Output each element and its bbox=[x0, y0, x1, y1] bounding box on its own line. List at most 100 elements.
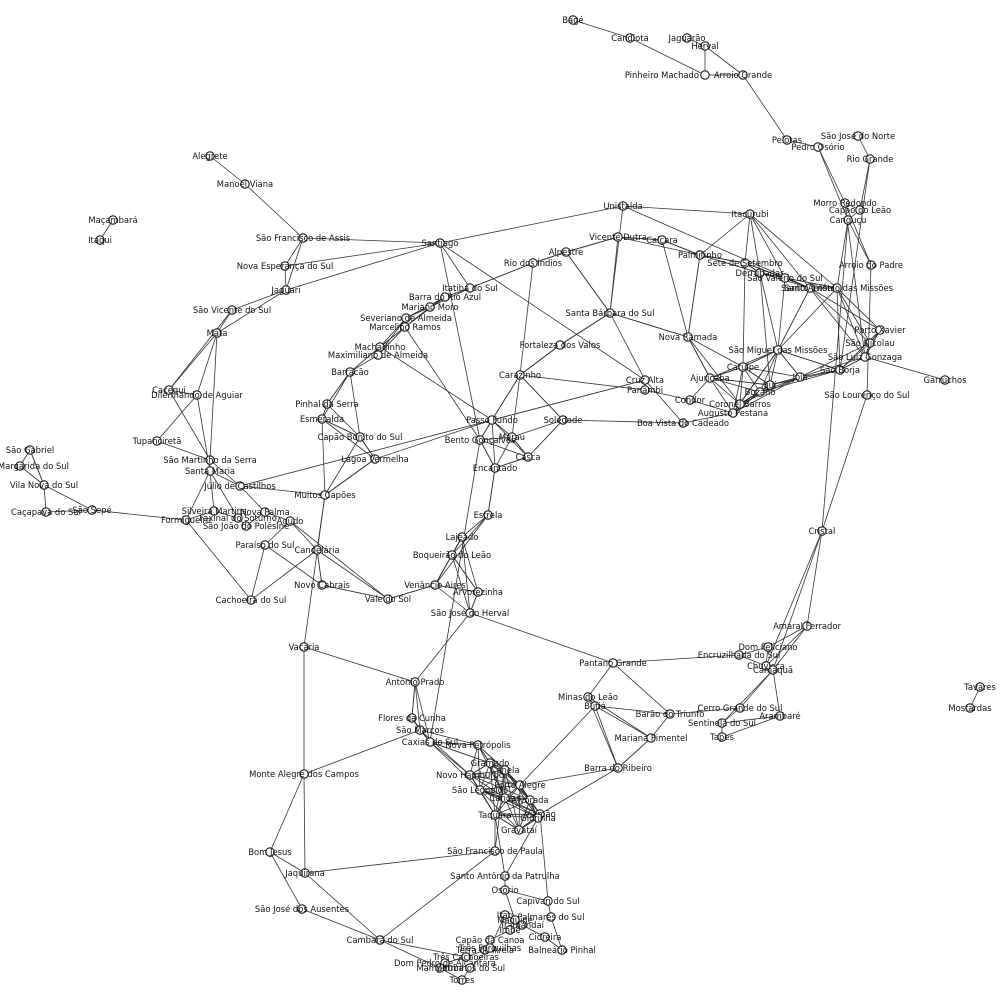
edge-sao_nicolau-joia bbox=[799, 342, 871, 378]
edge-sao_luiz-joia bbox=[799, 356, 866, 378]
node-marker bbox=[209, 506, 219, 516]
node-imbe: Imbé bbox=[499, 925, 520, 935]
edge-passo_fundo-encantado bbox=[491, 419, 496, 469]
edge-carazinho-soledade bbox=[519, 374, 564, 421]
node-marker bbox=[717, 732, 727, 742]
edge-ajuricaba-nova_ramada bbox=[687, 336, 711, 379]
node-label: Rio Grande bbox=[847, 154, 894, 164]
node-label: Mampituba bbox=[416, 963, 463, 973]
node-label: Jaguari bbox=[270, 285, 300, 295]
node-chuvisca: Chuvisca bbox=[747, 661, 785, 671]
node-marker bbox=[298, 233, 308, 243]
edge-cambara-sao_francisco_paula bbox=[379, 850, 496, 941]
node-sao_jose_herval: São José do Herval bbox=[431, 608, 509, 618]
node-marker bbox=[465, 963, 475, 973]
edge-ijui-ajuricaba bbox=[709, 377, 771, 386]
node-agudo: Agudo bbox=[277, 516, 304, 526]
node-label: Pinheiro Machado bbox=[625, 70, 699, 80]
edge-agudo-paraiso_sul bbox=[264, 520, 291, 546]
node-marker bbox=[192, 390, 202, 400]
node-label: Caiçara bbox=[646, 235, 678, 245]
node-sao_martinho: São Martinho da Serra bbox=[163, 455, 257, 465]
node-label: Vila Nova do Sul bbox=[10, 480, 78, 490]
node-marker bbox=[500, 793, 510, 803]
node-label: Machadinho bbox=[355, 342, 406, 352]
node-label: Cacequi bbox=[152, 385, 186, 395]
node-label: Cerro Grande do Sul bbox=[698, 703, 783, 713]
edge-caxias-novo_hamburgo bbox=[429, 741, 471, 776]
node-marker bbox=[734, 650, 744, 660]
edge-catuipe-ajuricaba bbox=[709, 366, 744, 379]
node-marker bbox=[832, 283, 842, 293]
node-itati: Itati bbox=[497, 910, 514, 920]
node-marker bbox=[457, 532, 467, 542]
node-sao_nicolau: São Nicolau bbox=[845, 338, 894, 348]
node-marker bbox=[440, 292, 450, 302]
edge-unistalda-itacurubi bbox=[622, 205, 751, 215]
node-porto_xavier: Porto Xavier bbox=[854, 325, 906, 335]
node-garruchos: Garruchos bbox=[923, 375, 966, 385]
node-novo_cabrais: Novo Cabrais bbox=[294, 580, 350, 590]
node-label: Nova Palma bbox=[240, 507, 290, 517]
node-marker bbox=[515, 370, 525, 380]
edge-sao_leopoldo-porto_alegre bbox=[479, 784, 521, 791]
node-marker bbox=[865, 338, 875, 348]
node-caxias: Caxias do Sul bbox=[402, 737, 458, 747]
node-marker bbox=[665, 709, 675, 719]
node-marker bbox=[768, 665, 778, 675]
node-unistalda: Unistalda bbox=[603, 201, 642, 211]
node-label: Arroio do Padre bbox=[839, 260, 903, 270]
edge-vale_sol-novo_cabrais bbox=[321, 584, 389, 600]
edge-barao_triunfo-cerro_grande_sul bbox=[669, 707, 741, 715]
node-marker bbox=[401, 313, 411, 323]
node-marker bbox=[795, 372, 805, 382]
node-barra_rio_azul: Barra do Rio Azul bbox=[409, 292, 481, 302]
node-santa_maria: Santa Maria bbox=[185, 466, 235, 476]
edge-sao_francisco_assis-jaguari bbox=[285, 237, 304, 291]
edge-paraiso_sul-novo_cabrais bbox=[264, 544, 323, 586]
node-label: Novo Cabrais bbox=[294, 580, 350, 590]
node-marker bbox=[543, 896, 553, 906]
node-marker bbox=[657, 235, 667, 245]
node-marker bbox=[683, 332, 693, 342]
node-marker bbox=[475, 785, 485, 795]
edge-catuipe-augusto_pestana bbox=[732, 366, 744, 414]
node-label: Arambaré bbox=[759, 711, 800, 721]
node-marker bbox=[164, 385, 174, 395]
node-marker bbox=[763, 642, 773, 652]
edge-alvorada-gravatai bbox=[518, 799, 531, 831]
edge-bento-encantado bbox=[479, 439, 496, 469]
edge-santo_angelo-porto_xavier bbox=[836, 287, 881, 331]
node-label: Caxias do Sul bbox=[402, 737, 458, 747]
node-itacurubi: Itacurubi bbox=[731, 209, 768, 219]
node-santo_cristo: Santo Cristo bbox=[784, 283, 835, 293]
edge-monte_alegre-sao_marcos bbox=[303, 729, 421, 775]
node-marker bbox=[41, 507, 51, 517]
edge-cruz_alta-santa_barbara bbox=[609, 312, 646, 381]
edge-joia-ijui bbox=[769, 376, 801, 386]
edge-caicara-nova_ramada bbox=[661, 239, 689, 338]
node-sao_luiz: São Luiz Gonzaga bbox=[828, 352, 902, 362]
node-lajeado: Lajeado bbox=[446, 532, 479, 542]
edge-sao_miguel-santo_angelo bbox=[777, 287, 838, 351]
edge-sao_marcos-nova_petropolis bbox=[419, 729, 479, 746]
node-marker bbox=[975, 682, 985, 692]
node-label: Tupanciretã bbox=[132, 436, 182, 446]
node-marker bbox=[500, 910, 510, 920]
node-label: Gramado bbox=[471, 758, 510, 768]
node-label: Novo Hamburgo bbox=[436, 770, 504, 780]
edge-canguçu-arroio_padre bbox=[847, 219, 872, 266]
node-label: Jóia bbox=[791, 372, 807, 382]
node-label: Barão do Triunfo bbox=[636, 709, 705, 719]
edge-formigueiro-santa_maria bbox=[185, 470, 211, 521]
edge-morro_redondo-arroio_padre bbox=[844, 202, 872, 266]
edge-nova_ramada-santa_barbara bbox=[609, 312, 689, 338]
node-label: São José dos Ausentes bbox=[255, 904, 349, 914]
node-santiago: Santiago bbox=[422, 238, 459, 248]
edge-gramado-alvorada bbox=[489, 762, 531, 801]
node-marker bbox=[514, 825, 524, 835]
edge-layer bbox=[19, 19, 981, 981]
node-marker bbox=[517, 920, 527, 930]
node-sao_lourenco: São Lourenço do Sul bbox=[824, 390, 909, 400]
node-marker bbox=[515, 780, 525, 790]
